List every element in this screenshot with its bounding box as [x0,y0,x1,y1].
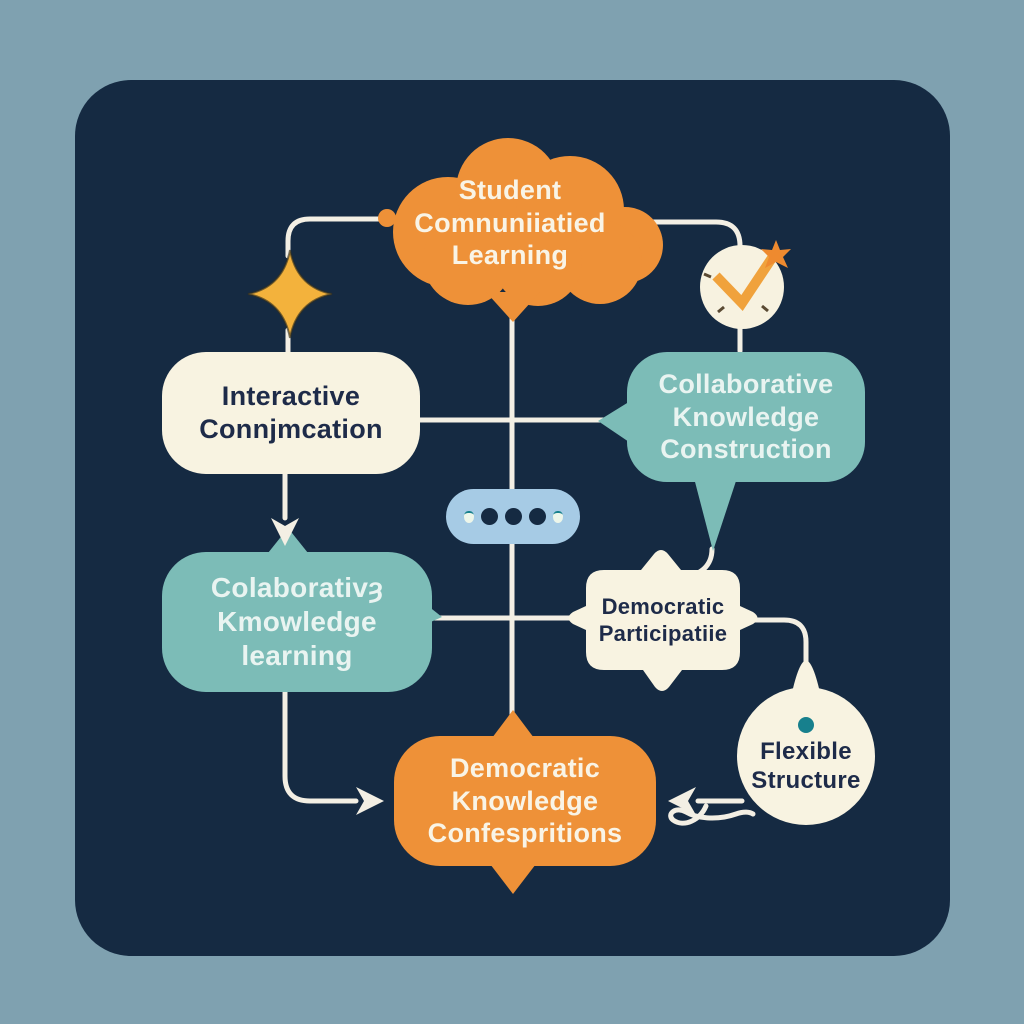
left-arrow-icon [668,787,696,815]
squiggle-icon [668,803,756,826]
clock-check-icon [700,240,791,329]
pointed-bubble-tabs [487,710,539,894]
arrowheads [271,518,696,815]
node-democratic-participation: Democratic Participatiie [598,594,728,646]
dot-icon [504,508,522,525]
connector-cloud-to-diamond [285,216,393,259]
node-interactive-communication: Interactive Connjmcation [162,352,420,474]
connector-learning-to-knowledge [282,689,359,804]
sparkle-diamond-icon [247,249,333,339]
ornate-badge-shape [568,550,758,691]
connector-participation-to-flexible [747,617,809,669]
right-arrow-icon [356,787,384,815]
down-arrow-icon [271,518,299,546]
node-collaborative-knowledge-construction: Collaborative Knowledge Construction [627,352,865,482]
dot-icon [528,508,546,525]
quote-mark-right-icon [552,510,563,523]
node-collaborative-knowledge-learning: Colaborativȝ Kmowledge learning [162,552,432,692]
quote-mark-left-icon [463,510,474,523]
teal-dot-icon [798,716,814,733]
node-flexible-structure: Flexible Structure [737,687,875,825]
starburst-icon [761,240,791,268]
typing-dots-icon [446,489,580,544]
dot-icon [480,508,498,525]
flexible-structure-label: Flexible Structure [751,737,861,794]
node-student-communicated-learning: Student Comnuniiatied Learning [414,174,606,271]
cloud-shape [378,138,663,322]
node-democratic-knowledge-confespritions: Democratic Knowledge Confespritions [394,736,656,866]
